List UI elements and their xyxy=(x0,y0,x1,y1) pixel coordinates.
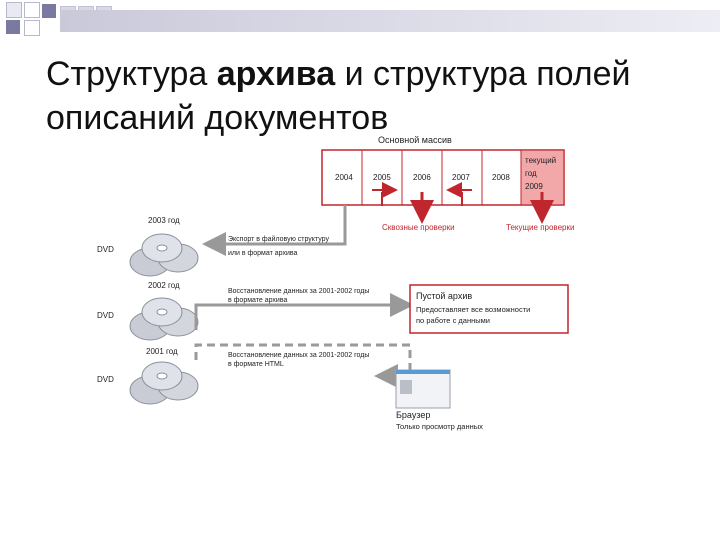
restore-archive-label: Восстановление данных за 2001-2002 годы xyxy=(228,288,369,295)
year-cell: 2004 xyxy=(335,173,353,182)
current-year-label: текущий xyxy=(525,156,556,165)
restore-html-label: в формате HTML xyxy=(228,361,284,368)
dvd-year-label: 2003 год xyxy=(148,216,180,225)
year-cell: 2007 xyxy=(452,173,470,182)
year-cell: 2006 xyxy=(413,173,431,182)
dvd-year-label: 2002 год xyxy=(148,281,180,290)
header-band xyxy=(60,10,720,32)
restore-archive-label: в формате архива xyxy=(228,297,287,304)
current-year-label: год xyxy=(525,169,537,178)
browser-desc: Только просмотр данных xyxy=(396,422,483,431)
main-array-label: Основной массив xyxy=(378,135,452,145)
empty-archive-box xyxy=(409,284,569,334)
dvd-year-label: 2001 год xyxy=(146,347,178,356)
year-cell: 2005 xyxy=(373,173,391,182)
empty-archive-title: Пустой архив xyxy=(416,291,472,301)
empty-archive-desc: по работе с данными xyxy=(416,316,490,325)
dvd-disc-icon xyxy=(129,297,199,341)
dvd-label: DVD xyxy=(97,245,114,254)
dvd-label: DVD xyxy=(97,311,114,320)
dvd-disc-icon xyxy=(129,361,199,405)
export-label: Экспорт в файловую структуру xyxy=(228,235,329,243)
browser-title: Браузер xyxy=(396,410,430,420)
year-cell: 2008 xyxy=(492,173,510,182)
restore-archive-arrow xyxy=(194,293,414,330)
restore-html-label: Восстановление данных за 2001-2002 годы xyxy=(228,352,369,359)
browser-window-icon xyxy=(395,369,451,409)
dvd-label: DVD xyxy=(97,375,114,384)
export-label: или в формат архива xyxy=(228,250,298,257)
through-checks-label: Сквозные проверки xyxy=(382,223,455,232)
empty-archive-desc: Предоставляет все возможности xyxy=(416,305,530,314)
current-year-label: 2009 xyxy=(525,182,543,191)
export-arrow xyxy=(202,205,347,256)
current-checks-label: Текущие проверки xyxy=(506,223,574,232)
dvd-disc-icon xyxy=(129,233,199,277)
slide-title: Структура архива и структура полей описа… xyxy=(46,55,631,137)
